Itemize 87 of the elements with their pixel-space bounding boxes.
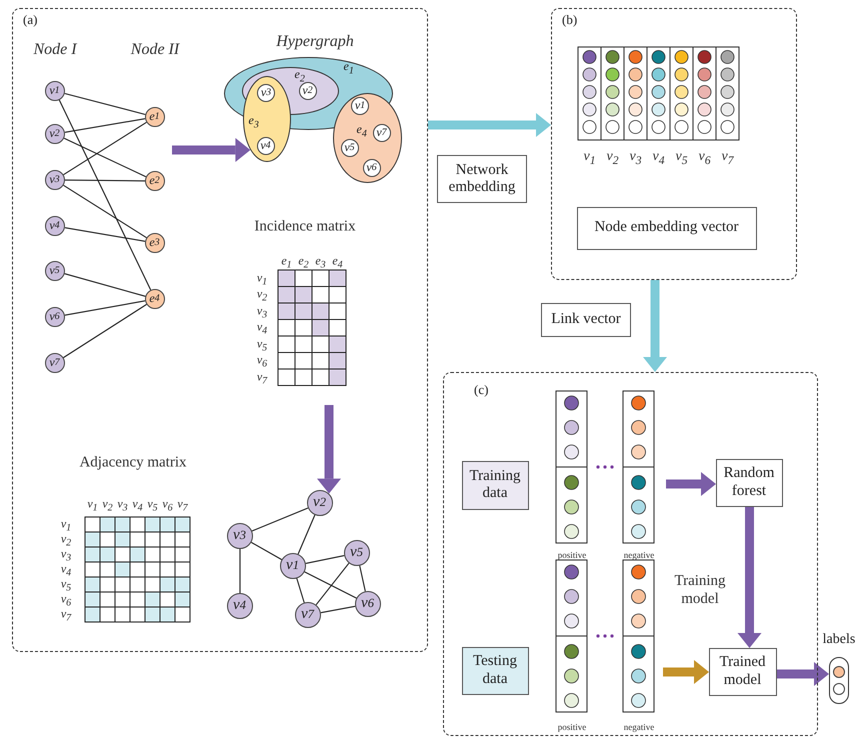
column-header: v$_{2}$ bbox=[102, 496, 113, 514]
arrow bbox=[428, 113, 551, 137]
column-header: v$_{5}$ bbox=[147, 496, 158, 514]
connector-line bbox=[296, 578, 305, 603]
vector-label: v$_{3}$ bbox=[629, 149, 642, 167]
panel-label: (b) bbox=[562, 13, 578, 28]
column-header: v$_{7}$ bbox=[177, 496, 188, 514]
panel-frame bbox=[551, 8, 797, 280]
arrow bbox=[643, 280, 667, 372]
column-header: e$_{2}$ bbox=[298, 253, 309, 271]
connector-line bbox=[320, 606, 356, 614]
data-box: Testing data bbox=[462, 646, 528, 694]
row-header: v$_{1}$ bbox=[60, 516, 72, 534]
column-header: e$_{3}$ bbox=[315, 253, 326, 271]
vector-label: v$_{6}$ bbox=[698, 149, 711, 167]
arrow bbox=[666, 472, 716, 496]
row-header: v$_{4}$ bbox=[60, 560, 72, 578]
column-caption: negative bbox=[624, 550, 654, 560]
hyperedge-label: e$_{1}$ bbox=[344, 60, 354, 76]
panel-frame bbox=[12, 8, 428, 652]
row-header: v$_{6}$ bbox=[256, 352, 268, 370]
connector-line bbox=[64, 227, 146, 242]
vector-label: v$_{5}$ bbox=[675, 149, 688, 167]
connector-line bbox=[239, 549, 241, 593]
connector-line bbox=[306, 555, 344, 564]
matrix-heading: Adjacency matrix bbox=[79, 454, 187, 472]
connector-line bbox=[58, 100, 152, 290]
column-caption: positive bbox=[558, 550, 586, 560]
text-box: Link vector bbox=[541, 303, 631, 337]
panel-label: (c) bbox=[474, 383, 488, 398]
text-box: Node embedding vector bbox=[576, 206, 756, 250]
arrow bbox=[777, 662, 829, 686]
column-header: e$_{4}$ bbox=[332, 253, 343, 271]
output-label: labels bbox=[822, 632, 856, 648]
connector-line bbox=[64, 138, 146, 178]
matrix-heading: Incidence matrix bbox=[254, 218, 356, 236]
vector-label: v$_{4}$ bbox=[652, 149, 665, 167]
process-box: Random forest bbox=[716, 458, 782, 506]
connector-line bbox=[359, 566, 366, 592]
row-header: v$_{3}$ bbox=[60, 546, 72, 564]
hyperedge-label: e$_{2}$ bbox=[294, 68, 305, 84]
column-header: e$_{1}$ bbox=[281, 253, 292, 271]
connector-line bbox=[64, 300, 146, 316]
column-caption: positive bbox=[558, 722, 586, 732]
connector-line bbox=[63, 122, 147, 176]
connector-line bbox=[251, 542, 282, 560]
connector-line bbox=[63, 184, 147, 238]
arrow bbox=[663, 660, 709, 684]
connector-line bbox=[64, 92, 146, 116]
row-header: v$_{4}$ bbox=[256, 319, 268, 337]
column-header: v$_{3}$ bbox=[117, 496, 128, 514]
arrow bbox=[738, 507, 762, 648]
row-header: v$_{2}$ bbox=[256, 286, 268, 304]
column-header: v$_{1}$ bbox=[87, 496, 98, 514]
arrow bbox=[172, 138, 250, 162]
panel-label: (a) bbox=[23, 13, 38, 28]
row-header: v$_{3}$ bbox=[256, 302, 268, 320]
hyperedge-label: e$_{3}$ bbox=[248, 114, 259, 130]
column-header: v$_{6}$ bbox=[162, 496, 173, 514]
connector-line bbox=[64, 273, 146, 297]
vector-label: v$_{7}$ bbox=[721, 149, 734, 167]
connector-line bbox=[63, 304, 147, 358]
connector-line bbox=[65, 180, 145, 182]
data-box: Training data bbox=[462, 460, 528, 510]
connector-line bbox=[316, 562, 350, 606]
arrow bbox=[317, 405, 341, 494]
process-box: Trained model bbox=[708, 648, 776, 696]
row-header: v$_{6}$ bbox=[60, 590, 72, 608]
column-caption: negative bbox=[624, 722, 654, 732]
vector-label: v$_{2}$ bbox=[606, 149, 619, 167]
vector-label: v$_{1}$ bbox=[583, 149, 596, 167]
connector-line bbox=[64, 118, 146, 133]
text-box: Network embedding bbox=[437, 155, 527, 203]
column-heading: Node II bbox=[130, 41, 180, 59]
row-header: v$_{7}$ bbox=[60, 606, 72, 624]
row-header: v$_{2}$ bbox=[60, 530, 72, 548]
connector-line bbox=[252, 508, 308, 532]
connector-line bbox=[304, 571, 357, 599]
hyperedge-label: e$_{4}$ bbox=[356, 122, 367, 140]
column-header: v$_{4}$ bbox=[132, 496, 143, 514]
row-header: v$_{1}$ bbox=[256, 270, 268, 288]
graph-heading: Hypergraph bbox=[276, 33, 354, 51]
column-heading: Node I bbox=[33, 41, 77, 59]
row-header: v$_{7}$ bbox=[256, 368, 268, 386]
connector-line bbox=[298, 514, 316, 554]
row-header: v$_{5}$ bbox=[256, 336, 268, 354]
row-header: v$_{5}$ bbox=[60, 576, 72, 594]
